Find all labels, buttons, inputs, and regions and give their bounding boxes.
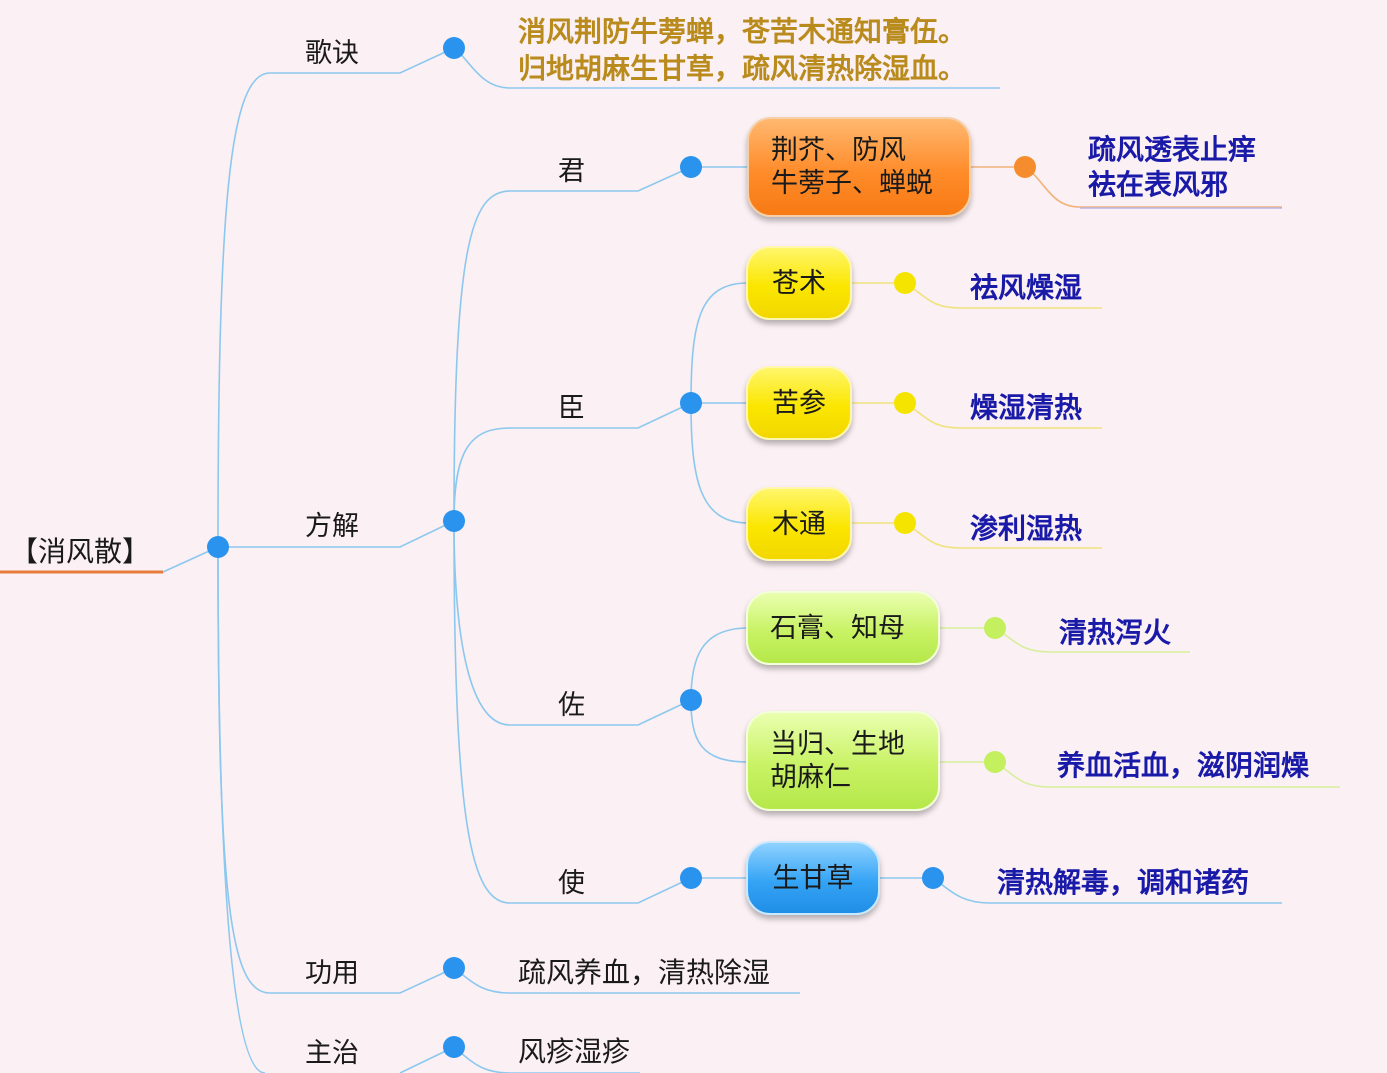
shi-leaf-dot xyxy=(922,867,944,889)
chen-leaf-dot-1 xyxy=(894,272,916,294)
chen-effect-2: 燥湿清热 xyxy=(970,391,1083,424)
chen-herb-node-3[interactable]: 木通 xyxy=(746,487,852,561)
branch-gejue-label[interactable]: 歌诀 xyxy=(305,38,359,69)
role-chen-label[interactable]: 臣 xyxy=(558,393,585,424)
chen-leaf-dot-3 xyxy=(894,512,916,534)
role-jun-label[interactable]: 君 xyxy=(558,156,585,187)
chen-herb-label-3: 木通 xyxy=(772,508,826,540)
zuo-herb-label-1: 石膏、知母 xyxy=(770,612,905,644)
shi-herb-node[interactable]: 生甘草 xyxy=(746,841,880,915)
chen-herb-label-1: 苍术 xyxy=(772,267,826,299)
branch-gongyong-label[interactable]: 功用 xyxy=(305,958,359,989)
jun-herb-line-2: 牛蒡子、蝉蜕 xyxy=(771,168,933,199)
gongyong-text: 疏风养血，清热除湿 xyxy=(518,956,771,989)
zuo-effect-2: 养血活血，滋阴润燥 xyxy=(1057,749,1310,782)
jun-leaf-dot xyxy=(1014,156,1036,178)
chen-leaf-dot-2 xyxy=(894,392,916,414)
zuo-herb-label-2b: 胡麻仁 xyxy=(770,762,851,793)
role-zuo-label[interactable]: 佐 xyxy=(558,690,585,721)
jun-herb-line-1: 荆芥、防风 xyxy=(771,135,906,166)
zhuzhi-dot xyxy=(443,1036,465,1058)
zuo-leaf-dot-2 xyxy=(984,751,1006,773)
role-shi-label[interactable]: 使 xyxy=(558,868,585,899)
gejue-dot xyxy=(443,37,465,59)
chen-dot xyxy=(680,392,702,414)
branch-zhuzhi-label[interactable]: 主治 xyxy=(305,1038,359,1069)
trunk-connectors xyxy=(217,47,1000,1073)
chen-herb-node-1[interactable]: 苍术 xyxy=(746,246,852,320)
chen-effect-3: 渗利湿热 xyxy=(970,512,1083,545)
verse-line-1: 消风荆防牛蒡蝉，苍苦木通知膏伍。 xyxy=(518,15,967,48)
fangjie-dot xyxy=(443,510,465,532)
node-dots xyxy=(207,37,1036,1058)
jun-effect-line-2: 祛在表风邪 xyxy=(1088,168,1229,201)
zuo-herb-node-2[interactable]: 当归、生地 胡麻仁 xyxy=(746,711,940,811)
shi-effect: 清热解毒，调和诸药 xyxy=(997,866,1250,899)
zuo-herb-label-2a: 当归、生地 xyxy=(770,729,905,760)
chen-herb-node-2[interactable]: 苦参 xyxy=(746,366,852,440)
hub-dot xyxy=(207,536,229,558)
jun-herb-node[interactable]: 荆芥、防风 牛蒡子、蝉蜕 xyxy=(747,117,971,217)
shi-herb-label: 生甘草 xyxy=(772,862,854,894)
chen-effect-1: 祛风燥湿 xyxy=(970,271,1083,304)
jun-effect-line-1: 疏风透表止痒 xyxy=(1088,133,1257,166)
zuo-effect-1: 清热泻火 xyxy=(1059,616,1172,649)
root-node[interactable]: 【消风散】 xyxy=(10,535,151,568)
zhuzhi-text: 风疹湿疹 xyxy=(518,1035,631,1068)
gongyong-dot xyxy=(443,957,465,979)
jun-dot xyxy=(680,156,702,178)
zuo-dot xyxy=(680,689,702,711)
chen-herb-label-2: 苦参 xyxy=(772,387,826,419)
branch-fangjie-label[interactable]: 方解 xyxy=(305,511,359,542)
shi-dot xyxy=(680,867,702,889)
zuo-leaf-dot-1 xyxy=(984,617,1006,639)
verse-line-2: 归地胡麻生甘草，疏风清热除湿血。 xyxy=(518,52,967,85)
zuo-herb-node-1[interactable]: 石膏、知母 xyxy=(746,591,940,665)
